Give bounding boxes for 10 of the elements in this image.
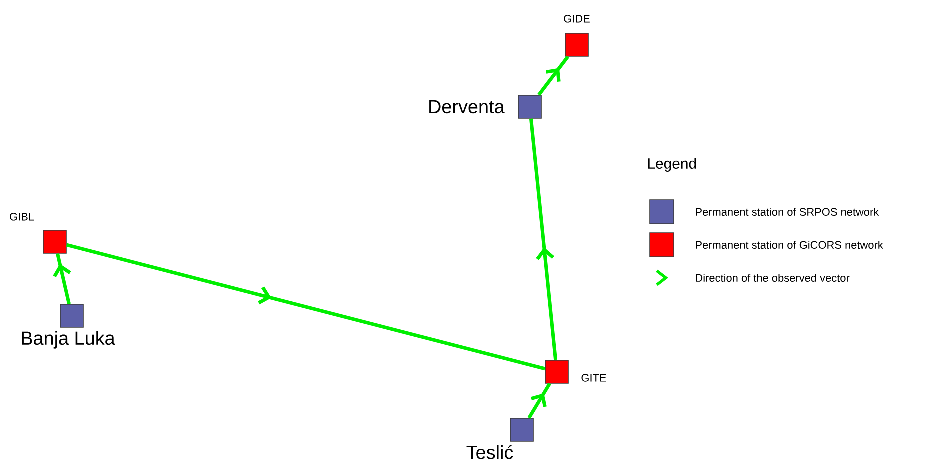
station-label: GIDE: [564, 15, 590, 23]
legend-title: Legend: [648, 158, 696, 172]
station-label: GITE: [582, 374, 606, 382]
station-label: Teslić: [466, 445, 514, 460]
legend-text: Permanent station of GiCORS network: [696, 240, 884, 250]
station-label: Banja Luka: [22, 331, 116, 349]
legend-text: Permanent station of SRPOS network: [696, 208, 880, 216]
station-label: GIBL: [10, 213, 34, 221]
legend-text: Direction of the observed vector: [696, 274, 850, 282]
station-label: Derventa: [430, 100, 505, 114]
